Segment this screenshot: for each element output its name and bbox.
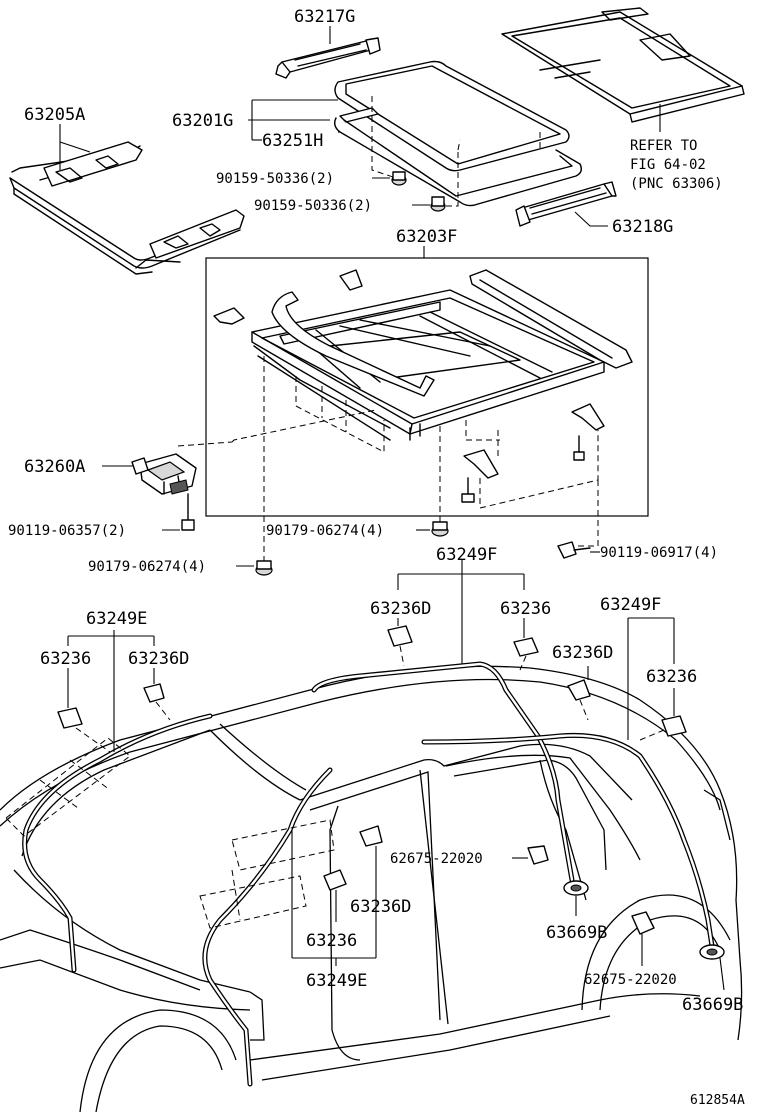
- part-63218g-rail[interactable]: [515, 181, 617, 227]
- part-63249e-front-weatherstrip[interactable]: [22, 713, 213, 973]
- label-refer-to: REFER TO: [630, 138, 697, 154]
- part-screw-a[interactable]: [573, 435, 585, 461]
- part-90119-06357-screw[interactable]: [181, 493, 195, 531]
- part-90179-06274-nut-b[interactable]: [255, 560, 273, 576]
- label-63251h: 63251H: [262, 131, 323, 151]
- label-fig-64-02: FIG 64-02: [630, 157, 706, 173]
- label-63236d-left: 63236D: [128, 649, 189, 669]
- part-63217g-rail[interactable]: [275, 37, 381, 79]
- part-63201g-glass[interactable]: [334, 60, 570, 172]
- label-63260a: 63260A: [24, 457, 85, 477]
- label-63249f-top: 63249F: [436, 545, 497, 565]
- label-63669b-b: 63669B: [682, 995, 743, 1015]
- label-90179-06274-b: 90179-06274(4): [88, 559, 206, 575]
- part-63236-clip-lower[interactable]: [323, 869, 347, 891]
- label-63236-right: 63236: [646, 667, 697, 687]
- part-62675-22020-clip-b[interactable]: [631, 911, 655, 935]
- label-90179-06274-a: 90179-06274(4): [266, 523, 384, 539]
- label-63669b-a: 63669B: [546, 923, 607, 943]
- part-63236-clip-top[interactable]: [513, 637, 539, 657]
- label-90119-06357: 90119-06357(2): [8, 523, 126, 539]
- part-63236-clip-left[interactable]: [57, 707, 83, 729]
- label-90119-06917: 90119-06917(4): [600, 545, 718, 561]
- part-bracket-right-b[interactable]: [463, 449, 499, 479]
- label-63203f: 63203F: [396, 227, 457, 247]
- part-sunshade-panel[interactable]: [501, 7, 745, 123]
- part-63236d-clip-top[interactable]: [387, 625, 413, 647]
- label-90159-50336-b: 90159-50336(2): [254, 198, 372, 214]
- part-63203f-housing[interactable]: [213, 269, 633, 441]
- label-90159-50336-a: 90159-50336(2): [216, 171, 334, 187]
- label-63236-top: 63236: [500, 599, 551, 619]
- part-63236d-clip-lower[interactable]: [359, 825, 383, 847]
- part-63236d-clip-right[interactable]: [567, 679, 591, 701]
- part-63249f-roof-weatherstrip[interactable]: [311, 661, 575, 883]
- part-63236d-clip-left[interactable]: [143, 683, 165, 703]
- label-63201g: 63201G: [172, 111, 233, 131]
- part-63236-clip-right[interactable]: [661, 715, 687, 737]
- label-63205a: 63205A: [24, 105, 85, 125]
- label-63218g: 63218G: [612, 217, 673, 237]
- part-bracket-right-a[interactable]: [571, 403, 605, 431]
- part-90179-06274-nut-a[interactable]: [431, 521, 449, 537]
- part-63249e-a-pillar-weatherstrip[interactable]: [202, 767, 333, 1087]
- drawing-number: 612854A: [690, 1093, 745, 1108]
- part-63251h-seal[interactable]: [333, 107, 583, 207]
- label-pnc-63306: (PNC 63306): [630, 176, 723, 192]
- part-63205a-frame[interactable]: [9, 141, 245, 275]
- label-63236d-right: 63236D: [552, 643, 613, 663]
- label-63236d-top: 63236D: [370, 599, 431, 619]
- part-63260a-motor[interactable]: [131, 453, 197, 495]
- part-90159-50336-bolt-a[interactable]: [391, 171, 407, 186]
- part-62675-22020-clip-a[interactable]: [527, 845, 549, 865]
- label-62675-22020-a: 62675-22020: [390, 851, 483, 867]
- label-63217g: 63217G: [294, 7, 355, 27]
- part-63669b-grommet-b[interactable]: [699, 944, 725, 960]
- label-63249e-bottom: 63249E: [306, 971, 367, 991]
- part-90119-06917-screw[interactable]: [557, 541, 591, 559]
- part-screw-b[interactable]: [461, 477, 475, 503]
- part-90159-50336-bolt-b[interactable]: [430, 196, 446, 212]
- label-63236d-lower: 63236D: [350, 897, 411, 917]
- label-62675-22020-b: 62675-22020: [584, 972, 677, 988]
- label-63249f-right: 63249F: [600, 595, 661, 615]
- label-63249e-top: 63249E: [86, 609, 147, 629]
- label-63236-lower: 63236: [306, 931, 357, 951]
- label-63236-left: 63236: [40, 649, 91, 669]
- part-63249f-rear-weatherstrip[interactable]: [421, 732, 715, 949]
- assembly-63203f-box: [205, 257, 649, 517]
- part-63669b-grommet-a[interactable]: [563, 880, 589, 896]
- vehicle-body-outline: [0, 665, 743, 1112]
